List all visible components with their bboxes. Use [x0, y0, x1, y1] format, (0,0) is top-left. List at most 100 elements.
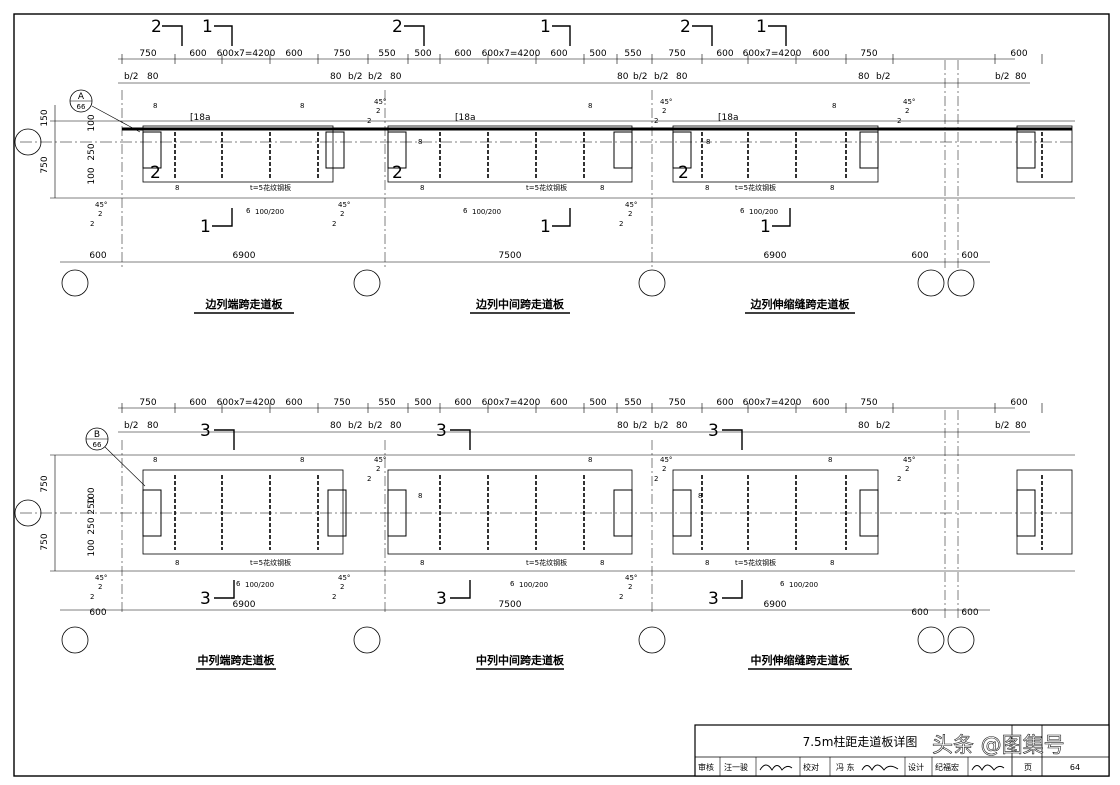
dim-250: 250	[87, 143, 97, 160]
axis-bubble	[353, 269, 381, 297]
dim-b2: b/2	[368, 421, 382, 431]
rebar-spacing: 100/200	[749, 208, 778, 216]
caption-mid-expansion-span: 中列伸缩缝跨走道板	[751, 653, 851, 667]
weld-label: 8	[588, 102, 592, 110]
weld-label: 8	[600, 184, 604, 192]
weld-label: 8	[175, 184, 179, 192]
designer-signature	[971, 764, 1005, 771]
dim-100: 100	[87, 114, 97, 131]
weld-size: 2	[897, 117, 901, 125]
section-mark-2: 2	[151, 17, 162, 37]
weld-size: 2	[98, 583, 102, 591]
section-mark-3: 3	[200, 589, 211, 609]
rebar-size: 6	[236, 580, 241, 588]
dim-550: 550	[378, 49, 395, 59]
weld-size: 2	[90, 593, 94, 601]
weld-size: 2	[376, 107, 380, 115]
dim-80: 80	[858, 72, 870, 82]
dim-b2: b/2	[368, 72, 382, 82]
reviewer-name: 汪一骏	[724, 762, 748, 772]
dim-550: 550	[624, 49, 641, 59]
span-7500: 7500	[499, 600, 522, 610]
section-mark-2: 2	[392, 17, 403, 37]
dim-600: 600	[911, 251, 928, 261]
weld-angle: 45°	[95, 574, 107, 582]
rebar-size: 6	[780, 580, 785, 588]
caption-mid-middle-span: 中列中间跨走道板	[476, 653, 565, 667]
dim-600: 600	[285, 398, 302, 408]
weld-size: 2	[628, 583, 632, 591]
caption-edge-middle-span: 边列中间跨走道板	[475, 297, 565, 311]
sheet-border	[13, 13, 1110, 777]
dim-600: 600	[812, 398, 829, 408]
dim-600: 600	[89, 608, 106, 618]
detail-ref-b-sheet: 66	[93, 441, 102, 449]
watermark: 头条 @图集号	[932, 733, 1065, 757]
dim-80: 80	[390, 72, 402, 82]
axis-bubble	[947, 626, 975, 654]
weld-label: 8	[300, 456, 304, 464]
plate-label: t=5花纹钢板	[250, 558, 291, 567]
dim-600: 600	[911, 608, 928, 618]
dim-100: 100	[87, 167, 97, 184]
dim-b2: b/2	[633, 421, 647, 431]
dim-750: 750	[668, 49, 685, 59]
axis-bubble	[353, 626, 381, 654]
dim-600: 600	[89, 251, 106, 261]
axis-bubble	[14, 499, 42, 527]
section-mark-1: 1	[540, 17, 551, 37]
dim-600: 600	[454, 49, 471, 59]
reviewer-signature	[759, 764, 793, 771]
weld-size: 2	[376, 465, 380, 473]
detail-ref-a-letter: A	[78, 92, 85, 102]
plate-label: t=5花纹钢板	[526, 183, 567, 192]
dim-4200: 600x7=4200	[743, 49, 802, 59]
dim-b2: b/2	[995, 421, 1009, 431]
axis-bubble	[917, 626, 945, 654]
axis-bubble	[638, 626, 666, 654]
weld-size: 2	[332, 593, 336, 601]
weld-angle: 45°	[625, 574, 637, 582]
top-plan: 750 600 600x7=4200 600 750 550 500 600 6…	[14, 17, 1075, 314]
dim-b2: b/2	[654, 421, 668, 431]
weld-angle: 45°	[95, 201, 107, 209]
page-number: 64	[1070, 763, 1080, 772]
weld-label: 8	[418, 138, 422, 146]
dim-750: 750	[40, 475, 50, 492]
dim-80: 80	[390, 421, 402, 431]
walkway-plate	[142, 125, 334, 183]
dim-600: 600	[716, 398, 733, 408]
section-mark-3: 3	[436, 589, 447, 609]
dim-600: 600	[285, 49, 302, 59]
axis-bubble	[638, 269, 666, 297]
section-mark-1: 1	[756, 17, 767, 37]
walkway-plate	[1016, 125, 1073, 183]
dim-4200: 600x7=4200	[482, 398, 541, 408]
rebar-spacing: 100/200	[789, 581, 818, 589]
weld-angle: 45°	[374, 456, 386, 464]
dim-b2: b/2	[348, 421, 362, 431]
weld-size: 2	[98, 210, 102, 218]
weld-label: 8	[418, 492, 422, 500]
caption-mid-end-span: 中列端跨走道板	[198, 653, 276, 667]
weld-label: 8	[588, 456, 592, 464]
weld-label: 8	[175, 559, 179, 567]
dim-550: 550	[378, 398, 395, 408]
section-mark-3: 3	[708, 421, 719, 441]
axis-bubble	[14, 128, 42, 156]
weld-label: 8	[706, 138, 710, 146]
axis-bubble	[917, 269, 945, 297]
section-mark-2: 2	[678, 163, 689, 183]
dim-600: 600	[961, 251, 978, 261]
review-label: 审核	[698, 762, 714, 772]
dim-600: 600	[1010, 49, 1027, 59]
axis-bubble	[61, 626, 89, 654]
dim-600: 600	[189, 398, 206, 408]
dim-500: 500	[589, 49, 606, 59]
dim-500: 500	[414, 398, 431, 408]
plate-label: t=5花纹钢板	[735, 183, 776, 192]
walkway-plate	[1016, 469, 1073, 555]
section-mark-3: 3	[200, 421, 211, 441]
dim-b2: b/2	[995, 72, 1009, 82]
dim-4200: 600x7=4200	[217, 398, 276, 408]
